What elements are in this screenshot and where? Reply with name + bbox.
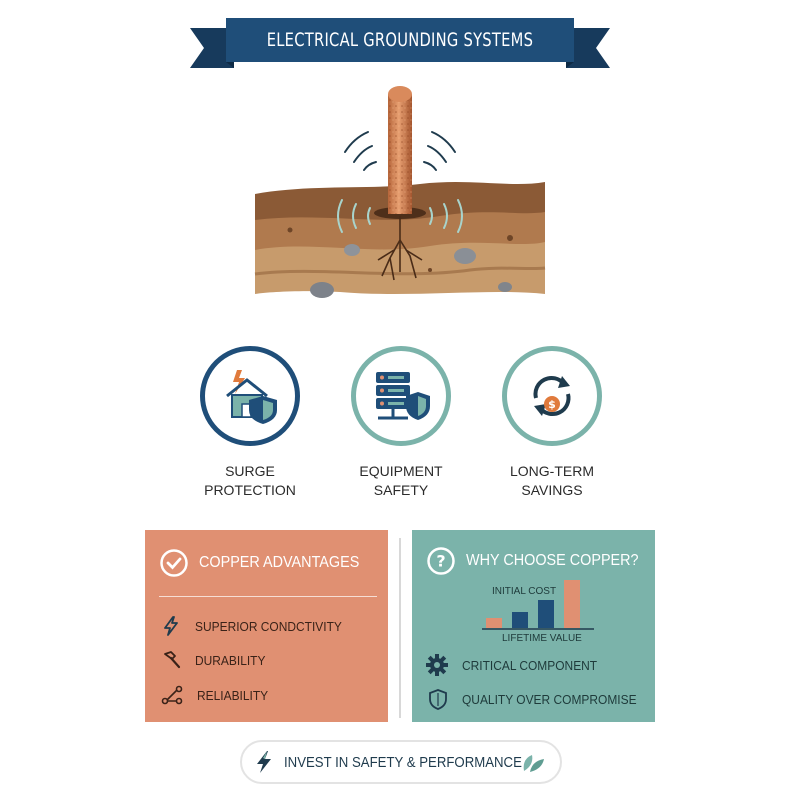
list-item: DURABILITY bbox=[161, 650, 272, 670]
feature-ring bbox=[351, 346, 451, 446]
panel-title-text: WHY CHOOSE COPPER? bbox=[466, 552, 639, 569]
bar bbox=[512, 612, 528, 628]
svg-text:?: ? bbox=[436, 552, 445, 571]
panel-title-text: COPPER ADVANTAGES bbox=[199, 554, 360, 571]
list-item: CRITICAL COMPONENT bbox=[426, 654, 609, 676]
ground-waves bbox=[337, 199, 463, 233]
footer-banner: INVEST IN SAFETY & PERFORMANCE bbox=[240, 740, 562, 784]
lightning-icon bbox=[257, 751, 271, 773]
house-shield-icon bbox=[226, 370, 277, 424]
network-icon bbox=[161, 685, 183, 705]
page-title: ELECTRICAL GROUNDING SYSTEMS bbox=[266, 29, 534, 51]
cycle-dollar-icon: $ bbox=[533, 376, 571, 416]
cost-value-bar-icon bbox=[482, 580, 594, 630]
hammer-icon bbox=[164, 651, 181, 669]
stone bbox=[498, 282, 512, 292]
chart-label-lifetime-value: LIFETIME VALUE bbox=[502, 633, 582, 644]
panel-separator bbox=[399, 538, 401, 718]
feature-label: LONG-TERM SAVINGS bbox=[510, 463, 594, 498]
question-circle-icon: ? bbox=[427, 547, 455, 575]
grounding-rod-illustration bbox=[254, 86, 546, 298]
bar bbox=[486, 618, 502, 628]
feature-surge-protection: SURGE PROTECTION bbox=[180, 346, 320, 500]
stone bbox=[310, 282, 334, 298]
stone bbox=[454, 248, 476, 264]
footer-text: INVEST IN SAFETY & PERFORMANCE bbox=[284, 753, 522, 771]
feature-label: SURGE PROTECTION bbox=[204, 463, 296, 498]
roots bbox=[377, 216, 423, 281]
stone bbox=[344, 244, 360, 256]
lightning-icon bbox=[164, 616, 178, 636]
bar bbox=[564, 580, 580, 628]
why-copper-panel: ? WHY CHOOSE COPPER? INITIAL COST LIFETI… bbox=[412, 530, 655, 722]
shield-icon bbox=[429, 689, 447, 710]
feature-label: EQUIPMENT SAFETY bbox=[359, 463, 443, 498]
ribbon-shape bbox=[190, 28, 610, 68]
page-title-box: ELECTRICAL GROUNDING SYSTEMS bbox=[226, 18, 574, 62]
feature-ring bbox=[200, 346, 300, 446]
feature-long-term-savings: $ LONG-TERM SAVINGS bbox=[482, 346, 622, 500]
title-ribbon: ELECTRICAL GROUNDING SYSTEMS bbox=[190, 18, 610, 72]
panel-divider bbox=[159, 596, 377, 597]
leaf-icon bbox=[523, 755, 544, 772]
rod-tip bbox=[388, 86, 412, 102]
copper-advantages-panel: COPPER ADVANTAGES SUPERIOR CONDCTIVITY D… bbox=[145, 530, 388, 722]
svg-text:$: $ bbox=[548, 398, 556, 411]
signal-waves bbox=[344, 131, 456, 171]
check-circle-icon bbox=[160, 549, 188, 577]
list-item: SUPERIOR CONDCTIVITY bbox=[161, 616, 355, 636]
chart-label-initial-cost: INITIAL COST bbox=[492, 586, 557, 597]
gear-icon bbox=[426, 654, 448, 676]
panel-title: COPPER ADVANTAGES bbox=[159, 548, 377, 578]
feature-ring: $ bbox=[502, 346, 602, 446]
list-item: QUALITY OVER COMPROMISE bbox=[428, 688, 652, 710]
list-item: RELIABILITY bbox=[161, 685, 274, 705]
feature-equipment-safety: EQUIPMENT SAFETY bbox=[331, 346, 471, 500]
bar bbox=[538, 600, 554, 628]
server-shield-icon bbox=[376, 372, 430, 420]
panel-title: ? WHY CHOOSE COPPER? bbox=[426, 546, 658, 576]
